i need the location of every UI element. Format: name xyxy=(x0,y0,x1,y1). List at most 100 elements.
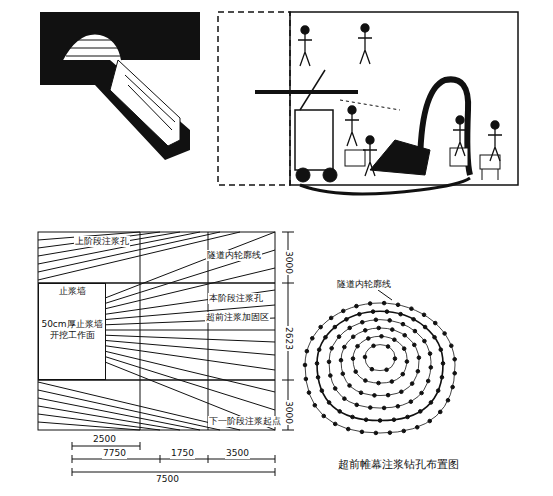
drill-hole xyxy=(316,375,320,379)
drill-hole xyxy=(429,401,433,405)
drill-hole xyxy=(322,414,326,418)
drill-hole xyxy=(343,397,347,401)
drill-hole xyxy=(339,358,343,362)
drill-hole xyxy=(388,319,392,323)
drill-hole xyxy=(363,355,367,359)
drill-hole xyxy=(406,415,410,419)
drill-hole xyxy=(451,385,455,389)
drill-hole xyxy=(305,349,309,353)
drill-hole xyxy=(390,380,394,384)
drill-hole xyxy=(313,403,317,407)
drill-hole xyxy=(413,343,417,347)
drill-hole xyxy=(303,363,307,367)
grout-hole-line xyxy=(100,268,275,310)
drill-hole xyxy=(377,381,381,385)
prior-hole-line xyxy=(38,390,220,430)
drill-hole xyxy=(399,312,403,316)
drill-hole xyxy=(371,310,375,314)
drill-hole xyxy=(380,335,384,339)
drill-hole xyxy=(418,410,422,414)
drill-hole xyxy=(428,352,432,356)
drill-hole xyxy=(355,403,359,407)
drill-hole xyxy=(412,318,416,322)
drill-hole xyxy=(364,418,368,422)
drill-hole xyxy=(364,379,368,383)
drill-hole xyxy=(409,400,413,404)
grout-ring xyxy=(365,345,395,371)
drill-hole xyxy=(327,401,331,405)
drill-hole xyxy=(413,329,417,333)
drill-hole xyxy=(337,335,341,339)
drill-hole xyxy=(429,366,433,370)
drill-hole xyxy=(386,393,390,397)
dimension-text: 7750 xyxy=(102,448,127,459)
dimension-text: 3500 xyxy=(225,448,250,459)
grout-hole-line xyxy=(100,250,275,305)
drill-hole xyxy=(385,368,389,372)
drill-hole xyxy=(329,374,333,378)
drill-hole xyxy=(415,425,419,429)
drill-hole xyxy=(401,372,405,376)
drill-hole xyxy=(363,329,367,333)
drill-hole xyxy=(423,325,427,329)
workers xyxy=(298,24,502,176)
drill-hole xyxy=(346,427,350,431)
grout-ring xyxy=(329,320,431,408)
drill-hole xyxy=(310,337,314,341)
dimension-text: 2623 xyxy=(283,326,294,351)
drill-hole xyxy=(307,391,311,395)
drill-hole xyxy=(338,410,342,414)
callout-label: 超前注浆加固区 xyxy=(205,312,270,323)
drill-hole xyxy=(320,389,324,393)
grouting-profile xyxy=(38,232,294,476)
drill-hole xyxy=(333,325,337,329)
drill-hole xyxy=(341,309,345,313)
drill-hole xyxy=(416,369,420,373)
drill-hole xyxy=(382,406,386,410)
drill-hole xyxy=(348,384,352,388)
worker-figure xyxy=(298,26,312,66)
drill-hole xyxy=(433,335,437,339)
callout-label: 隧道内轮廓线 xyxy=(206,250,262,261)
cross-section xyxy=(303,301,456,434)
drill-hole xyxy=(341,372,345,376)
dimension-text: 2500 xyxy=(92,434,117,445)
drill-hole xyxy=(401,322,405,326)
drill-hole xyxy=(443,332,447,336)
drill-hole xyxy=(423,339,427,343)
drill-hole xyxy=(438,410,442,414)
drill-hole xyxy=(388,431,392,435)
prior-hole-line xyxy=(38,232,200,264)
drill-hole xyxy=(373,394,377,398)
callout-label: 上阶段注浆孔 xyxy=(74,236,130,247)
prior-hole-line xyxy=(38,422,140,430)
drill-hole xyxy=(372,344,376,348)
prior-hole-line xyxy=(38,398,200,430)
callout-label: 下一阶段注浆起点 xyxy=(208,416,282,427)
drill-hole xyxy=(330,347,334,351)
stop-wall-box: 止浆墙50cm厚止浆墙 开挖工作面 xyxy=(38,283,106,380)
tunnel-3d xyxy=(40,12,200,160)
drill-hole xyxy=(382,301,386,305)
drill-hole xyxy=(386,345,390,349)
worker-figure xyxy=(358,24,372,64)
drill-hole xyxy=(441,362,445,366)
drill-hole xyxy=(354,370,358,374)
drill-hole xyxy=(360,320,364,324)
grout-ring xyxy=(341,328,419,396)
drill-hole xyxy=(396,303,400,307)
drill-hole xyxy=(446,398,450,402)
drill-hole xyxy=(405,360,409,364)
drill-hole xyxy=(360,430,364,434)
grout-ring xyxy=(317,311,443,420)
drill-hole xyxy=(333,422,337,426)
drill-hole xyxy=(355,304,359,308)
drill-hole xyxy=(333,387,337,391)
worker-figure xyxy=(363,136,377,176)
drill-hole xyxy=(370,367,374,371)
leader-line xyxy=(378,290,392,300)
drill-hole xyxy=(377,326,381,330)
drill-hole xyxy=(385,310,389,314)
drill-hole xyxy=(367,337,371,341)
grout-hole-line xyxy=(100,355,275,410)
